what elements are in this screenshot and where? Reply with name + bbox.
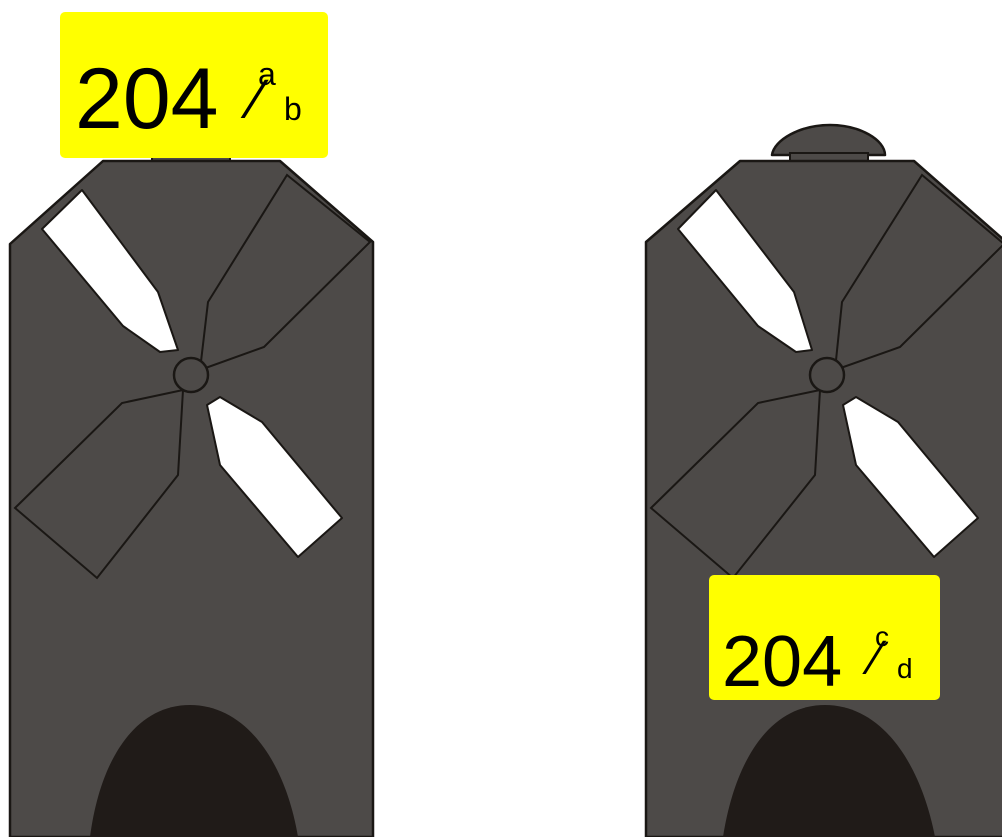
left-sail-top — [198, 173, 372, 372]
left-label-sub: b — [284, 91, 302, 127]
right-blade-lower — [842, 396, 979, 558]
right-label: 204 c ⁄ d — [709, 575, 940, 702]
left-door-arch — [90, 705, 298, 837]
right-label-sup: c — [875, 621, 889, 652]
left-hub — [172, 356, 210, 394]
left-label-sup: a — [258, 56, 276, 92]
left-label-number: 204 — [75, 51, 219, 147]
right-sail-bottom — [649, 388, 822, 580]
right-sail-top — [833, 173, 1002, 372]
left-blade-upper — [41, 189, 179, 353]
right-windmill: 204 c ⁄ d — [644, 123, 1002, 837]
left-sails — [13, 173, 372, 580]
right-hub — [808, 356, 846, 394]
left-label-box — [60, 12, 328, 158]
left-sail-bottom — [13, 388, 185, 580]
left-label: 204 a ⁄ b — [60, 12, 328, 158]
right-sails — [649, 173, 1002, 580]
right-label-sub: d — [897, 653, 913, 684]
right-label-number: 204 — [722, 622, 842, 702]
right-door-arch — [723, 705, 935, 837]
left-blades — [41, 189, 343, 558]
right-blade-upper — [677, 189, 813, 353]
left-blade-lower — [206, 396, 343, 558]
right-label-box — [709, 575, 940, 700]
left-windmill: 204 a ⁄ b — [8, 12, 375, 837]
right-cap — [770, 123, 887, 157]
right-blades — [677, 189, 979, 558]
